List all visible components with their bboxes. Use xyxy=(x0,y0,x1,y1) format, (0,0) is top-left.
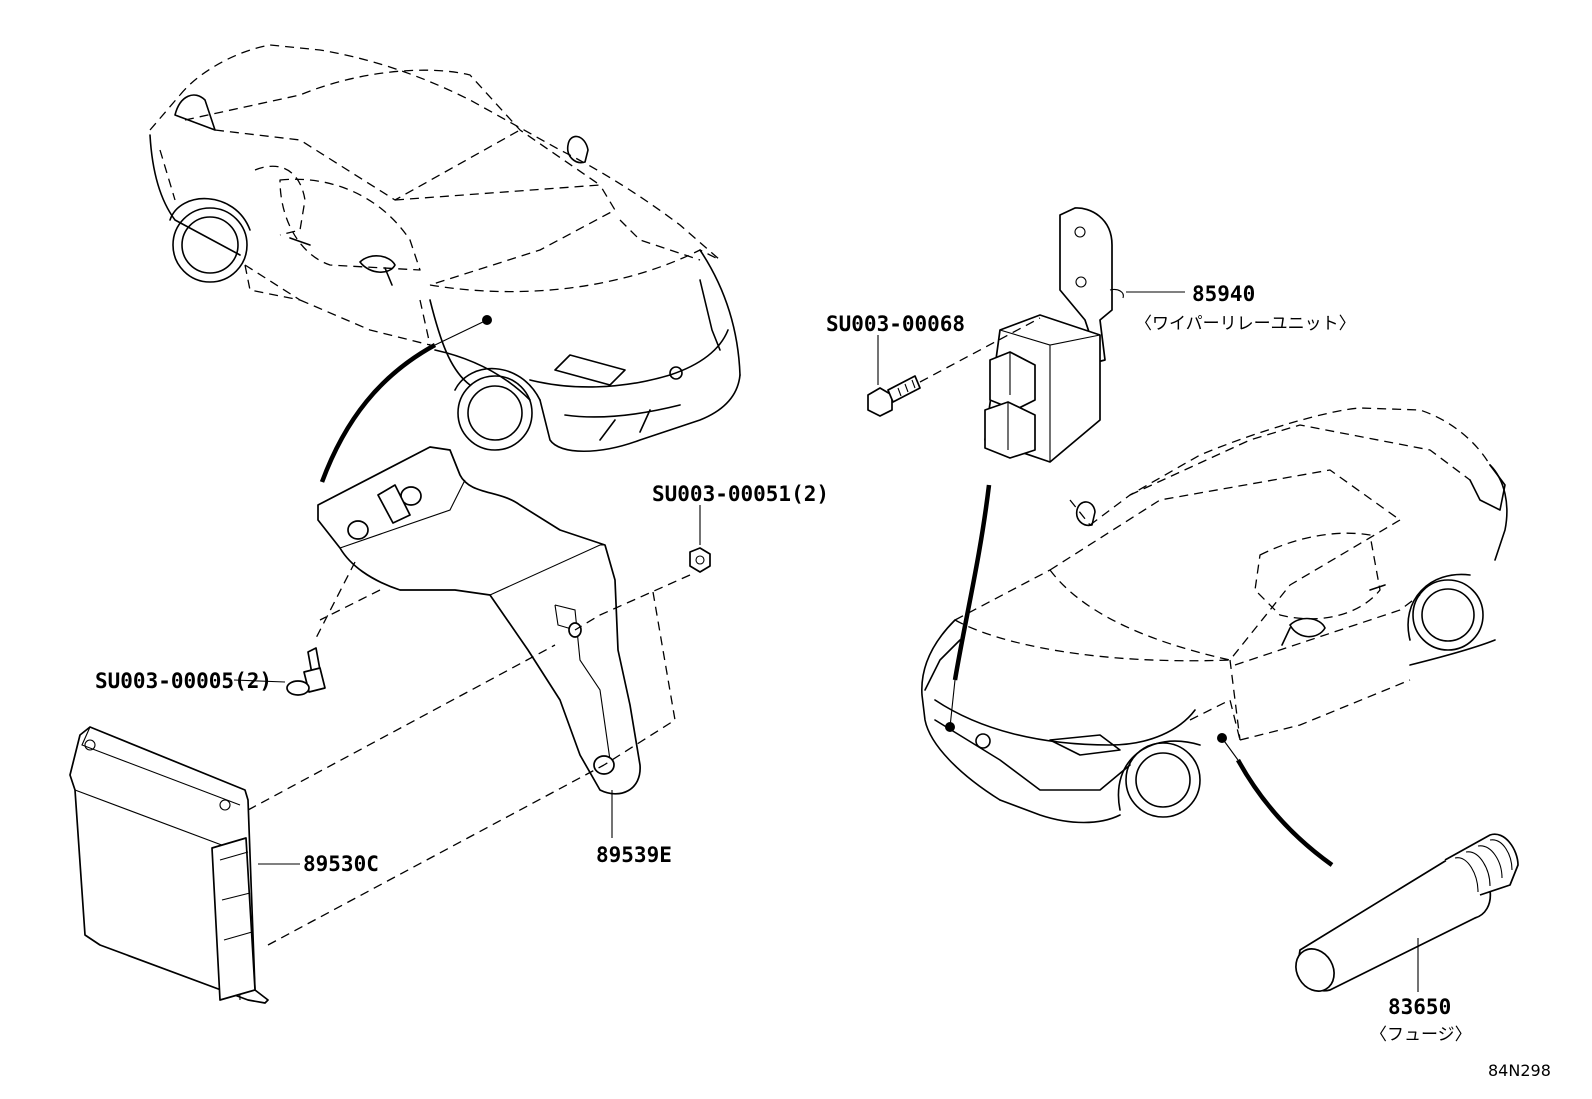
label-85940-description: 〈ワイパーリレーユニット〉 xyxy=(1135,314,1356,334)
label-89530c: 89530C xyxy=(303,852,379,876)
left-car-illustration xyxy=(149,44,741,483)
diagram-reference-code: 84N298 xyxy=(1488,1061,1551,1080)
label-su003-00005: SU003-00005(2) xyxy=(95,669,272,693)
label-83650-description: 〈フュージ〉 xyxy=(1370,1025,1472,1045)
screw-su003-00005-illustration xyxy=(233,647,326,696)
label-su003-00068: SU003-00068 xyxy=(826,312,965,336)
nut-su003-00051-illustration xyxy=(689,505,711,573)
label-su003-00051: SU003-00051(2) xyxy=(652,482,829,506)
ecu-89530c-illustration xyxy=(69,644,605,1004)
label-85940: 85940 xyxy=(1192,282,1255,306)
right-car-illustration xyxy=(921,407,1508,867)
bracket-89539e-illustration xyxy=(314,446,691,838)
label-83650: 83650 xyxy=(1388,995,1451,1019)
fuse-83650-illustration xyxy=(1295,833,1519,992)
bolt-su003-00068-illustration xyxy=(867,317,1041,417)
relay-unit-85940-illustration xyxy=(984,207,1185,463)
label-89539e: 89539E xyxy=(596,843,672,867)
